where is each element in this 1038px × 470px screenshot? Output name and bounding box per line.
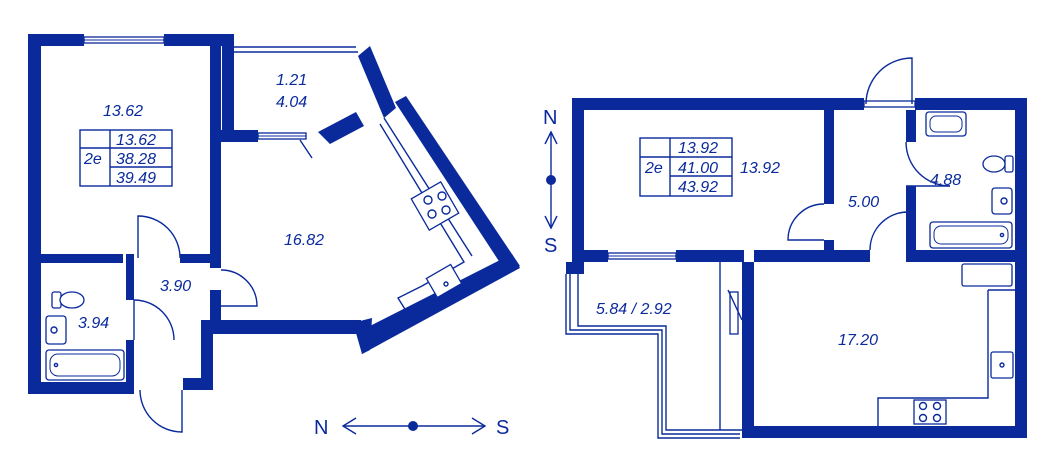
plan-a-walls	[28, 34, 520, 394]
plan-b-area-living: 13.92	[678, 140, 718, 157]
toilet-icon	[982, 155, 1014, 173]
plan-a-bathroom-area: 3.94	[78, 315, 109, 332]
plan-a-balcony-area-1: 1.21	[276, 72, 307, 89]
plan-b-hall-area: 5.00	[848, 194, 879, 211]
plan-a-area-living: 13.62	[116, 132, 156, 149]
plan-b-compass-south: S	[544, 235, 557, 257]
plan-b: 2e 13.92 41.00 43.92 13.92 5.00 4.88 5.8…	[543, 57, 1027, 439]
plan-b-walls	[566, 98, 1027, 438]
bathtub-icon	[45, 349, 125, 381]
plan-b-compass-north: N	[543, 107, 557, 129]
plan-a-info-table: 2e 13.62 38.28 39.49	[79, 129, 173, 187]
plan-a-hall-area: 3.90	[160, 278, 191, 295]
plan-a: 2e 13.62 38.28 39.49 13.62 1.21 4.04 16.…	[28, 34, 520, 439]
kitchen-sink-icon	[990, 351, 1014, 379]
plan-a-windows	[83, 36, 358, 159]
sink-icon	[991, 187, 1013, 215]
plan-b-bedroom-area: 13.92	[740, 160, 780, 177]
plan-a-area-total: 38.28	[116, 151, 156, 168]
sink-icon	[45, 315, 67, 345]
plan-b-doors	[787, 57, 951, 251]
plan-a-type: 2e	[83, 151, 102, 168]
plan-a-doors	[133, 215, 258, 433]
stove-icon	[913, 399, 947, 425]
plan-b-loggia-area: 5.84 / 2.92	[596, 301, 672, 318]
compass-icon: N S	[543, 107, 558, 257]
kitchen-sink-icon	[425, 263, 463, 299]
plan-b-loggia	[565, 262, 743, 439]
plan-a-area-full: 39.49	[116, 170, 156, 187]
stove-icon	[410, 181, 460, 231]
bathtub-icon	[925, 111, 967, 137]
plan-a-kitchen-living-area: 16.82	[284, 232, 324, 249]
compass-icon: N S	[314, 417, 509, 439]
plan-a-compass-south: S	[496, 417, 509, 439]
plan-b-windows	[607, 100, 916, 260]
plan-b-type: 2e	[644, 160, 663, 177]
plan-b-area-total: 41.00	[678, 160, 718, 177]
plan-a-bedroom-area: 13.62	[103, 103, 143, 120]
plan-b-kitchen-living-area: 17.20	[838, 332, 878, 349]
plan-b-area-full: 43.92	[678, 179, 718, 196]
plan-a-balcony-area-2: 4.04	[276, 94, 307, 111]
plan-b-bathroom-area: 4.88	[930, 172, 961, 189]
bathtub-icon	[929, 221, 1013, 249]
plan-b-info-table: 2e 13.92 41.00 43.92	[639, 137, 733, 197]
plan-a-compass-north: N	[314, 417, 328, 439]
plan-b-kitchen-counter	[877, 263, 1015, 426]
toilet-icon	[51, 291, 85, 309]
